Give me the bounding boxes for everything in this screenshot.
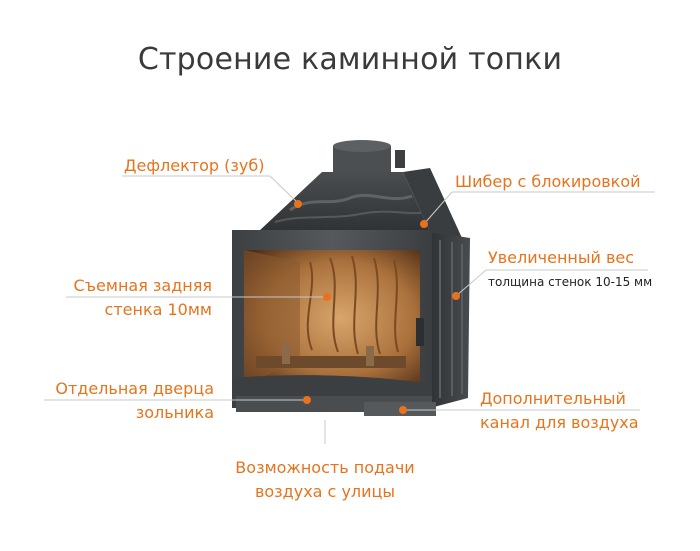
label-outside-air-1: Возможность подачи	[235, 458, 415, 477]
label-air-channel-2: канал для воздуха	[480, 413, 639, 432]
label-deflector: Дефлектор (зуб)	[124, 156, 265, 175]
ash-drawer	[236, 396, 436, 416]
label-damper: Шибер с блокировкой	[455, 172, 641, 191]
marker-dots	[294, 200, 460, 414]
label-air-channel-1: Дополнительный	[480, 389, 626, 408]
diagram-title: Строение каминной топки	[137, 42, 563, 77]
label-ash-door-2: зольника	[135, 403, 214, 422]
label-weight-note: толщина стенок 10-15 мм	[488, 275, 653, 289]
front-frame	[232, 230, 432, 408]
chimney-collar	[333, 140, 405, 174]
hood	[258, 168, 462, 238]
label-back-wall-2: стенка 10мм	[104, 300, 212, 319]
label-back-wall-1: Съемная задняя	[73, 276, 212, 295]
side-panel	[430, 232, 470, 408]
label-ash-door-1: Отдельная дверца	[55, 379, 214, 398]
label-outside-air-2: воздуха с улицы	[254, 482, 396, 501]
leader-lines	[44, 175, 655, 444]
label-weight: Увеличенный вес	[488, 248, 635, 267]
